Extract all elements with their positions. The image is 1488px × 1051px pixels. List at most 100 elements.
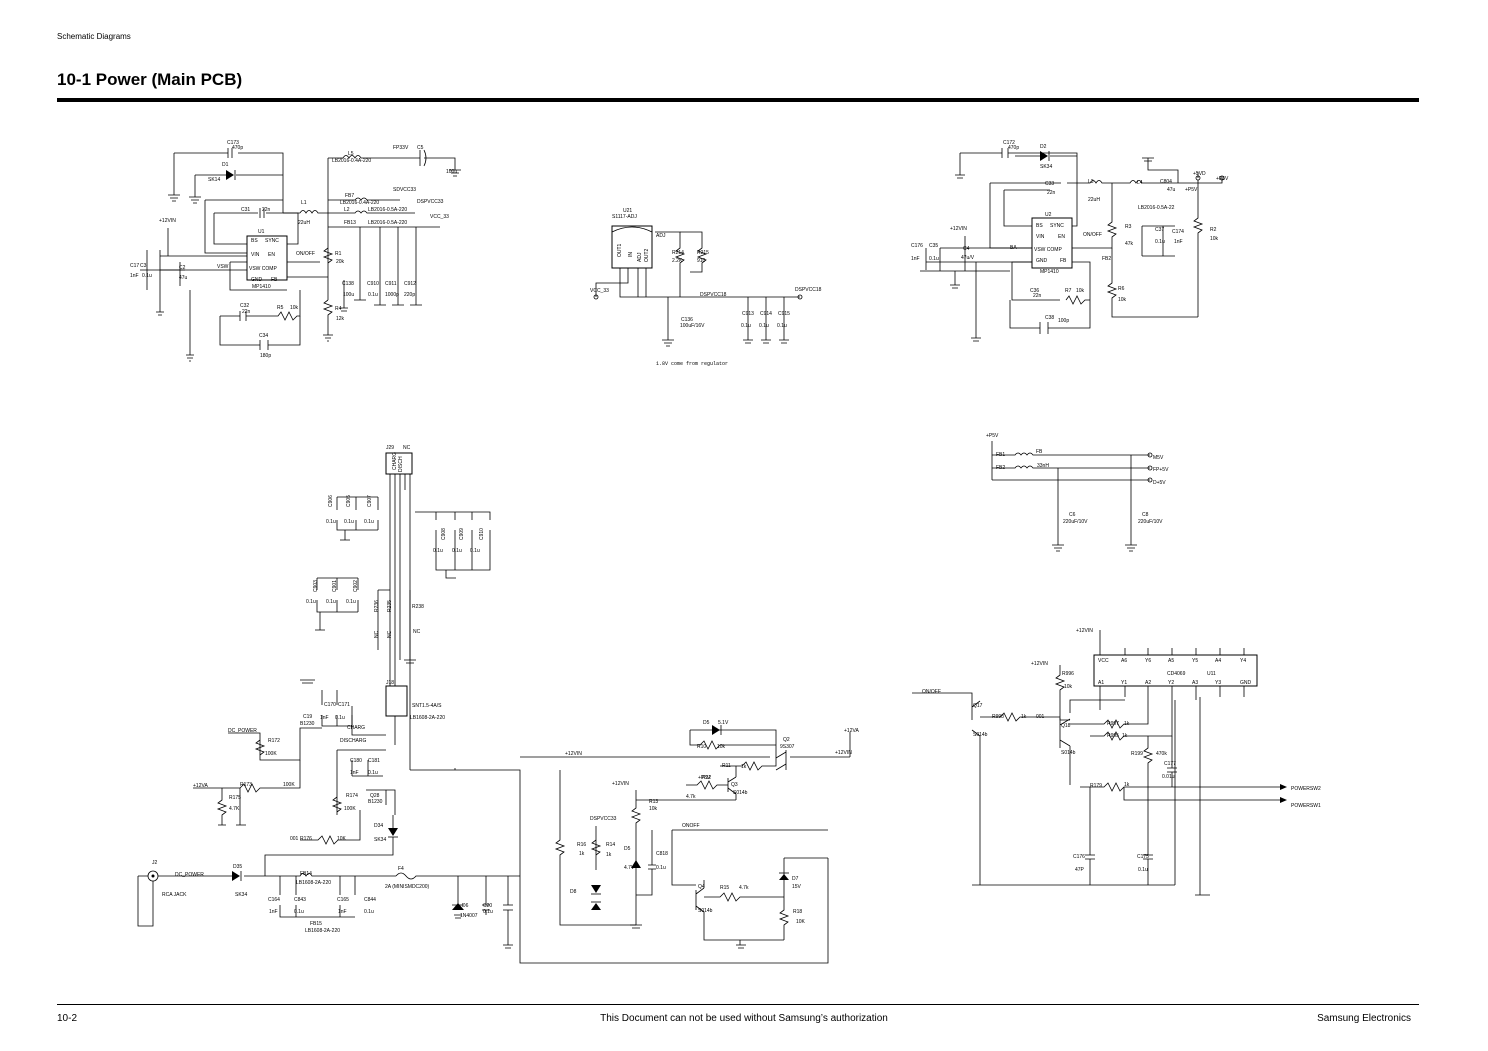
svg-text:C908: C908 — [441, 528, 447, 540]
svg-text:L2: L2 — [344, 207, 350, 213]
svg-text:ON/OFF: ON/OFF — [296, 251, 315, 257]
svg-text:Y6: Y6 — [1145, 658, 1151, 664]
svg-text:VCC_33: VCC_33 — [430, 214, 449, 220]
svg-text:1N4007: 1N4007 — [460, 913, 478, 919]
svg-text:VCC: VCC — [1098, 658, 1109, 664]
svg-text:R214: R214 — [672, 250, 684, 256]
svg-text:+12VIN: +12VIN — [950, 226, 967, 232]
svg-text:0.1u: 0.1u — [433, 548, 443, 554]
svg-text:180p: 180p — [260, 353, 271, 359]
svg-text:+P5V: +P5V — [1216, 176, 1229, 182]
footer-rule — [57, 1004, 1419, 1005]
svg-text:C36: C36 — [1030, 288, 1039, 294]
svg-text:20k: 20k — [336, 259, 345, 265]
svg-text:C901: C901 — [332, 580, 338, 592]
svg-text:A2: A2 — [1145, 680, 1151, 686]
svg-text:22uH: 22uH — [298, 220, 310, 226]
svg-text:U21: U21 — [623, 208, 632, 214]
svg-text:D+5V: D+5V — [1153, 480, 1166, 486]
svg-text:470k: 470k — [1156, 751, 1167, 757]
svg-text:0.1u: 0.1u — [741, 323, 751, 329]
svg-text:R3: R3 — [1125, 224, 1132, 230]
svg-text:C905: C905 — [346, 495, 352, 507]
svg-text:LB2016-0.4A-220: LB2016-0.4A-220 — [340, 200, 379, 206]
svg-text:C136: C136 — [681, 317, 693, 323]
svg-text:1k: 1k — [1124, 782, 1130, 788]
svg-text:DISCHARG: DISCHARG — [340, 738, 367, 744]
svg-text:0.1u: 0.1u — [326, 519, 336, 525]
svg-text:R995: R995 — [1107, 733, 1119, 739]
svg-text:+12VIN: +12VIN — [1031, 661, 1048, 667]
svg-text:S014b: S014b — [1061, 750, 1076, 756]
svg-text:47k: 47k — [1125, 241, 1134, 247]
svg-text:LB2016-0.5A-220: LB2016-0.5A-220 — [368, 207, 407, 213]
svg-text:220p: 220p — [404, 292, 415, 298]
svg-text:0.1u: 0.1u — [759, 323, 769, 329]
svg-text:SYNC: SYNC — [265, 238, 279, 244]
svg-text:+P5V: +P5V — [986, 433, 999, 439]
svg-text:C180: C180 — [350, 758, 362, 764]
svg-text:NC: NC — [387, 630, 393, 638]
svg-text:100K: 100K — [283, 782, 295, 788]
section-label: Schematic Diagrams — [57, 32, 131, 41]
svg-text:470p: 470p — [232, 145, 243, 151]
svg-text:SYNC: SYNC — [1050, 223, 1064, 229]
svg-text:MP1410: MP1410 — [252, 284, 271, 290]
svg-text:R176: R176 — [300, 836, 312, 842]
svg-text:DISCH: DISCH — [398, 456, 404, 472]
svg-text:C17: C17 — [130, 263, 139, 269]
svg-text:22n: 22n — [1033, 293, 1042, 299]
svg-text:100u: 100u — [446, 169, 457, 175]
svg-text:0.1u: 0.1u — [777, 323, 787, 329]
svg-text:C33: C33 — [1045, 181, 1054, 187]
svg-text:C19: C19 — [303, 714, 312, 720]
svg-text:220uF/10V: 220uF/10V — [1063, 519, 1088, 525]
svg-text:10k: 10k — [1064, 684, 1073, 690]
svg-text:A3: A3 — [1192, 680, 1198, 686]
svg-text:C818: C818 — [656, 851, 668, 857]
svg-text:BS: BS — [251, 238, 258, 244]
svg-text:1k: 1k — [741, 764, 747, 770]
svg-text:VCC_33: VCC_33 — [590, 288, 609, 294]
svg-text:0.1u: 0.1u — [452, 548, 462, 554]
svg-text:J2: J2 — [152, 860, 158, 866]
svg-text:+12VIN: +12VIN — [159, 218, 176, 224]
svg-text:EN: EN — [1058, 234, 1065, 240]
svg-text:NC: NC — [374, 630, 380, 638]
svg-text:C35: C35 — [929, 243, 938, 249]
svg-text:1k: 1k — [1122, 733, 1128, 739]
svg-text:LB2016-0.4A-220: LB2016-0.4A-220 — [332, 158, 371, 164]
svg-text:LB2016-0.5A-220: LB2016-0.5A-220 — [368, 220, 407, 226]
svg-text:Q4: Q4 — [698, 884, 705, 890]
svg-text:0.01u: 0.01u — [1162, 774, 1175, 780]
svg-text:+5VD: +5VD — [1193, 171, 1206, 177]
svg-text:C914: C914 — [760, 311, 772, 317]
svg-text:R5: R5 — [277, 305, 284, 311]
svg-text:47P: 47P — [1075, 867, 1085, 873]
svg-text:Q2: Q2 — [783, 737, 790, 743]
svg-text:R10: R10 — [697, 744, 706, 750]
ic-u11 — [1093, 654, 1258, 687]
svg-text:L5: L5 — [348, 151, 354, 157]
svg-text:C170: C170 — [324, 702, 336, 708]
svg-text:1000p: 1000p — [385, 292, 399, 298]
svg-text:R238: R238 — [412, 604, 424, 610]
svg-text:A6: A6 — [1121, 658, 1127, 664]
page-title: 10-1 Power (Main PCB) — [57, 70, 243, 89]
svg-text:LB1608-2A-220: LB1608-2A-220 — [305, 928, 340, 934]
svg-text:10k: 10k — [717, 744, 726, 750]
svg-text:SK34: SK34 — [235, 892, 247, 898]
page-number: 10-2 — [57, 1013, 78, 1024]
svg-text:12k: 12k — [336, 316, 345, 322]
svg-text:OUT1: OUT1 — [617, 243, 623, 257]
svg-text:C910: C910 — [479, 528, 485, 540]
svg-text:SDVCC33: SDVCC33 — [393, 187, 416, 193]
svg-text:0.1u: 0.1u — [294, 909, 304, 915]
svg-text:C34: C34 — [259, 333, 268, 339]
svg-text:47u: 47u — [179, 275, 188, 281]
svg-text:C804: C804 — [1160, 179, 1172, 185]
svg-text:0.1u: 0.1u — [368, 292, 378, 298]
svg-text:Y1: Y1 — [1121, 680, 1127, 686]
